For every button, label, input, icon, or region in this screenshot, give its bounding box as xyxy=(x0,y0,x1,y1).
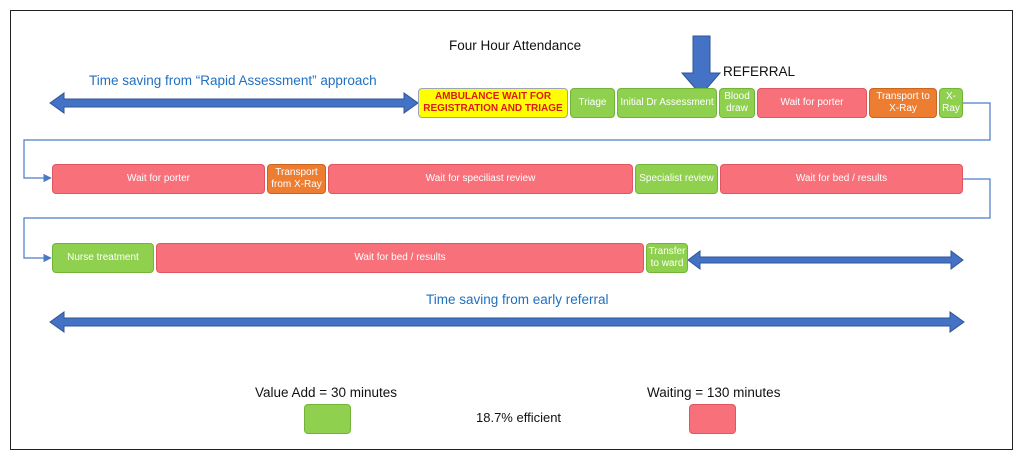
wait-for-specialist-review-box: Wait for speciliast review xyxy=(328,164,633,194)
xray-box: X-Ray xyxy=(939,88,963,118)
early-referral-arrow xyxy=(49,311,965,333)
early-referral-label: Time saving from early referral xyxy=(426,292,609,307)
transport-from-xray-box: Transport from X-Ray xyxy=(267,164,326,194)
legend-waiting-swatch xyxy=(689,404,736,434)
legend-value-add-label: Value Add = 30 minutes xyxy=(255,385,397,400)
specialist-review-box: Specialist review xyxy=(635,164,718,194)
row3-saving-arrow xyxy=(687,250,964,270)
referral-arrow xyxy=(680,35,722,96)
blood-draw-box: Blood draw xyxy=(719,88,755,118)
wait-for-porter-box-2: Wait for porter xyxy=(52,164,265,194)
connector-row1-row2 xyxy=(23,102,991,183)
transfer-to-ward-box: Transfer to ward xyxy=(646,243,688,273)
diagram-title: Four Hour Attendance xyxy=(449,38,582,53)
wait-for-bed-results-box-2: Wait for bed / results xyxy=(156,243,644,273)
referral-label: REFERRAL xyxy=(723,64,796,79)
wait-for-bed-results-box-1: Wait for bed / results xyxy=(720,164,963,194)
initial-dr-assessment-box: Initial Dr Assessment xyxy=(617,88,717,118)
triage-box: Triage xyxy=(570,88,615,118)
legend-value-add-swatch xyxy=(304,404,351,434)
rapid-assessment-arrow xyxy=(49,92,419,114)
legend-waiting-label: Waiting = 130 minutes xyxy=(647,385,781,400)
efficiency-label: 18.7% efficient xyxy=(476,410,562,425)
connector-row2-row3 xyxy=(23,178,991,263)
diagram-frame xyxy=(10,10,1013,450)
wait-for-porter-box-1: Wait for porter xyxy=(757,88,867,118)
transport-to-xray-box: Transport to X-Ray xyxy=(869,88,937,118)
ambulance-wait-box: AMBULANCE WAIT FOR REGISTRATION AND TRIA… xyxy=(418,88,568,118)
rapid-assessment-label: Time saving from “Rapid Assessment” appr… xyxy=(89,73,377,88)
nurse-treatment-box: Nurse treatment xyxy=(52,243,154,273)
